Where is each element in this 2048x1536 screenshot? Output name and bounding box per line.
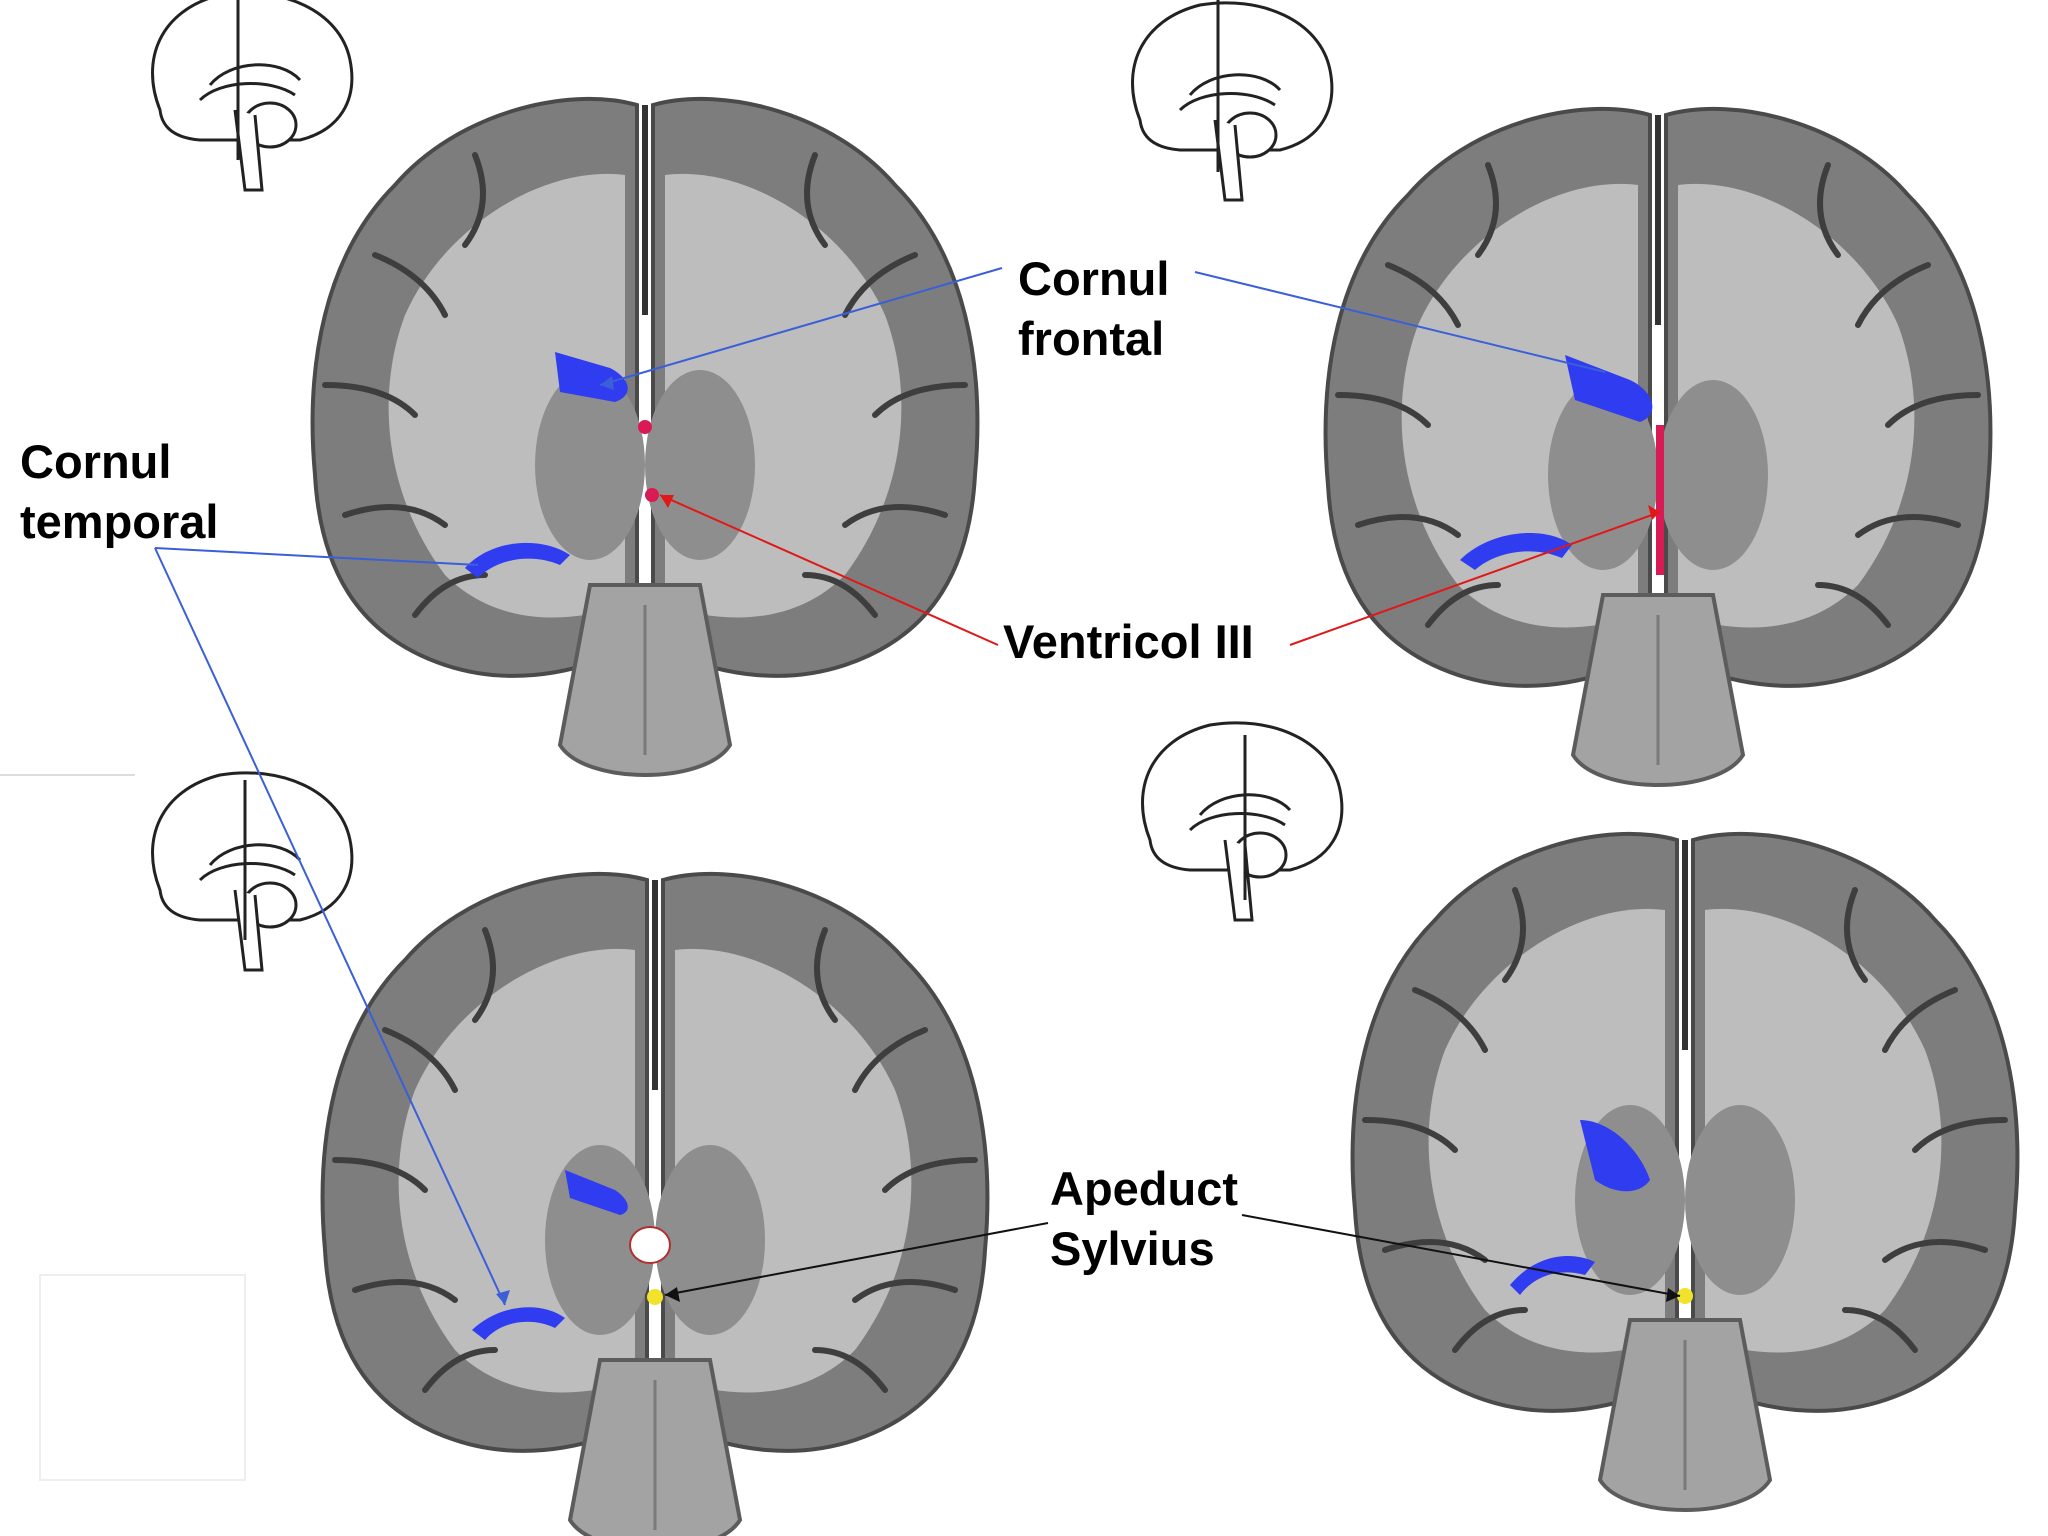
sagittal-brain-icon — [151, 0, 354, 192]
temporal-horn-ventricle — [472, 1307, 565, 1340]
frontal-horn-ventricle — [555, 352, 628, 402]
sagittal-brain-icon — [1141, 721, 1344, 922]
lateral-ventricle — [565, 1170, 628, 1215]
leader-lines — [154, 267, 1681, 1306]
coronal-section-bottom-left — [323, 874, 988, 1536]
label-apeduct-sylvius: Apeduct Sylvius — [1050, 1162, 1251, 1275]
aqueduct-of-sylvius — [647, 1289, 663, 1305]
label-cornul-frontal: Cornul frontal — [1018, 252, 1182, 365]
third-ventricle — [638, 420, 652, 434]
lateral-ventricle — [1580, 1120, 1650, 1192]
coronal-section-bottom-right — [1353, 834, 2018, 1510]
label-ventricol-iii: Ventricol III — [1003, 615, 1254, 668]
third-ventricle — [645, 488, 659, 502]
temporal-horn-ventricle — [465, 542, 570, 578]
aqueduct-of-sylvius — [1677, 1288, 1693, 1304]
frontal-horn-ventricle — [1565, 355, 1653, 422]
label-cornul-temporal: Cornul temporal — [20, 435, 219, 548]
third-ventricle — [1656, 425, 1664, 575]
sagittal-brain-icon — [151, 771, 354, 972]
coronal-section-top-right — [1326, 109, 1991, 785]
blank-frame — [39, 1274, 246, 1481]
temporal-horn-ventricle — [1510, 1255, 1595, 1295]
sagittal-brain-icon — [1131, 0, 1334, 202]
temporal-horn-ventricle — [1460, 533, 1572, 570]
coronal-section-top-left — [313, 99, 978, 775]
